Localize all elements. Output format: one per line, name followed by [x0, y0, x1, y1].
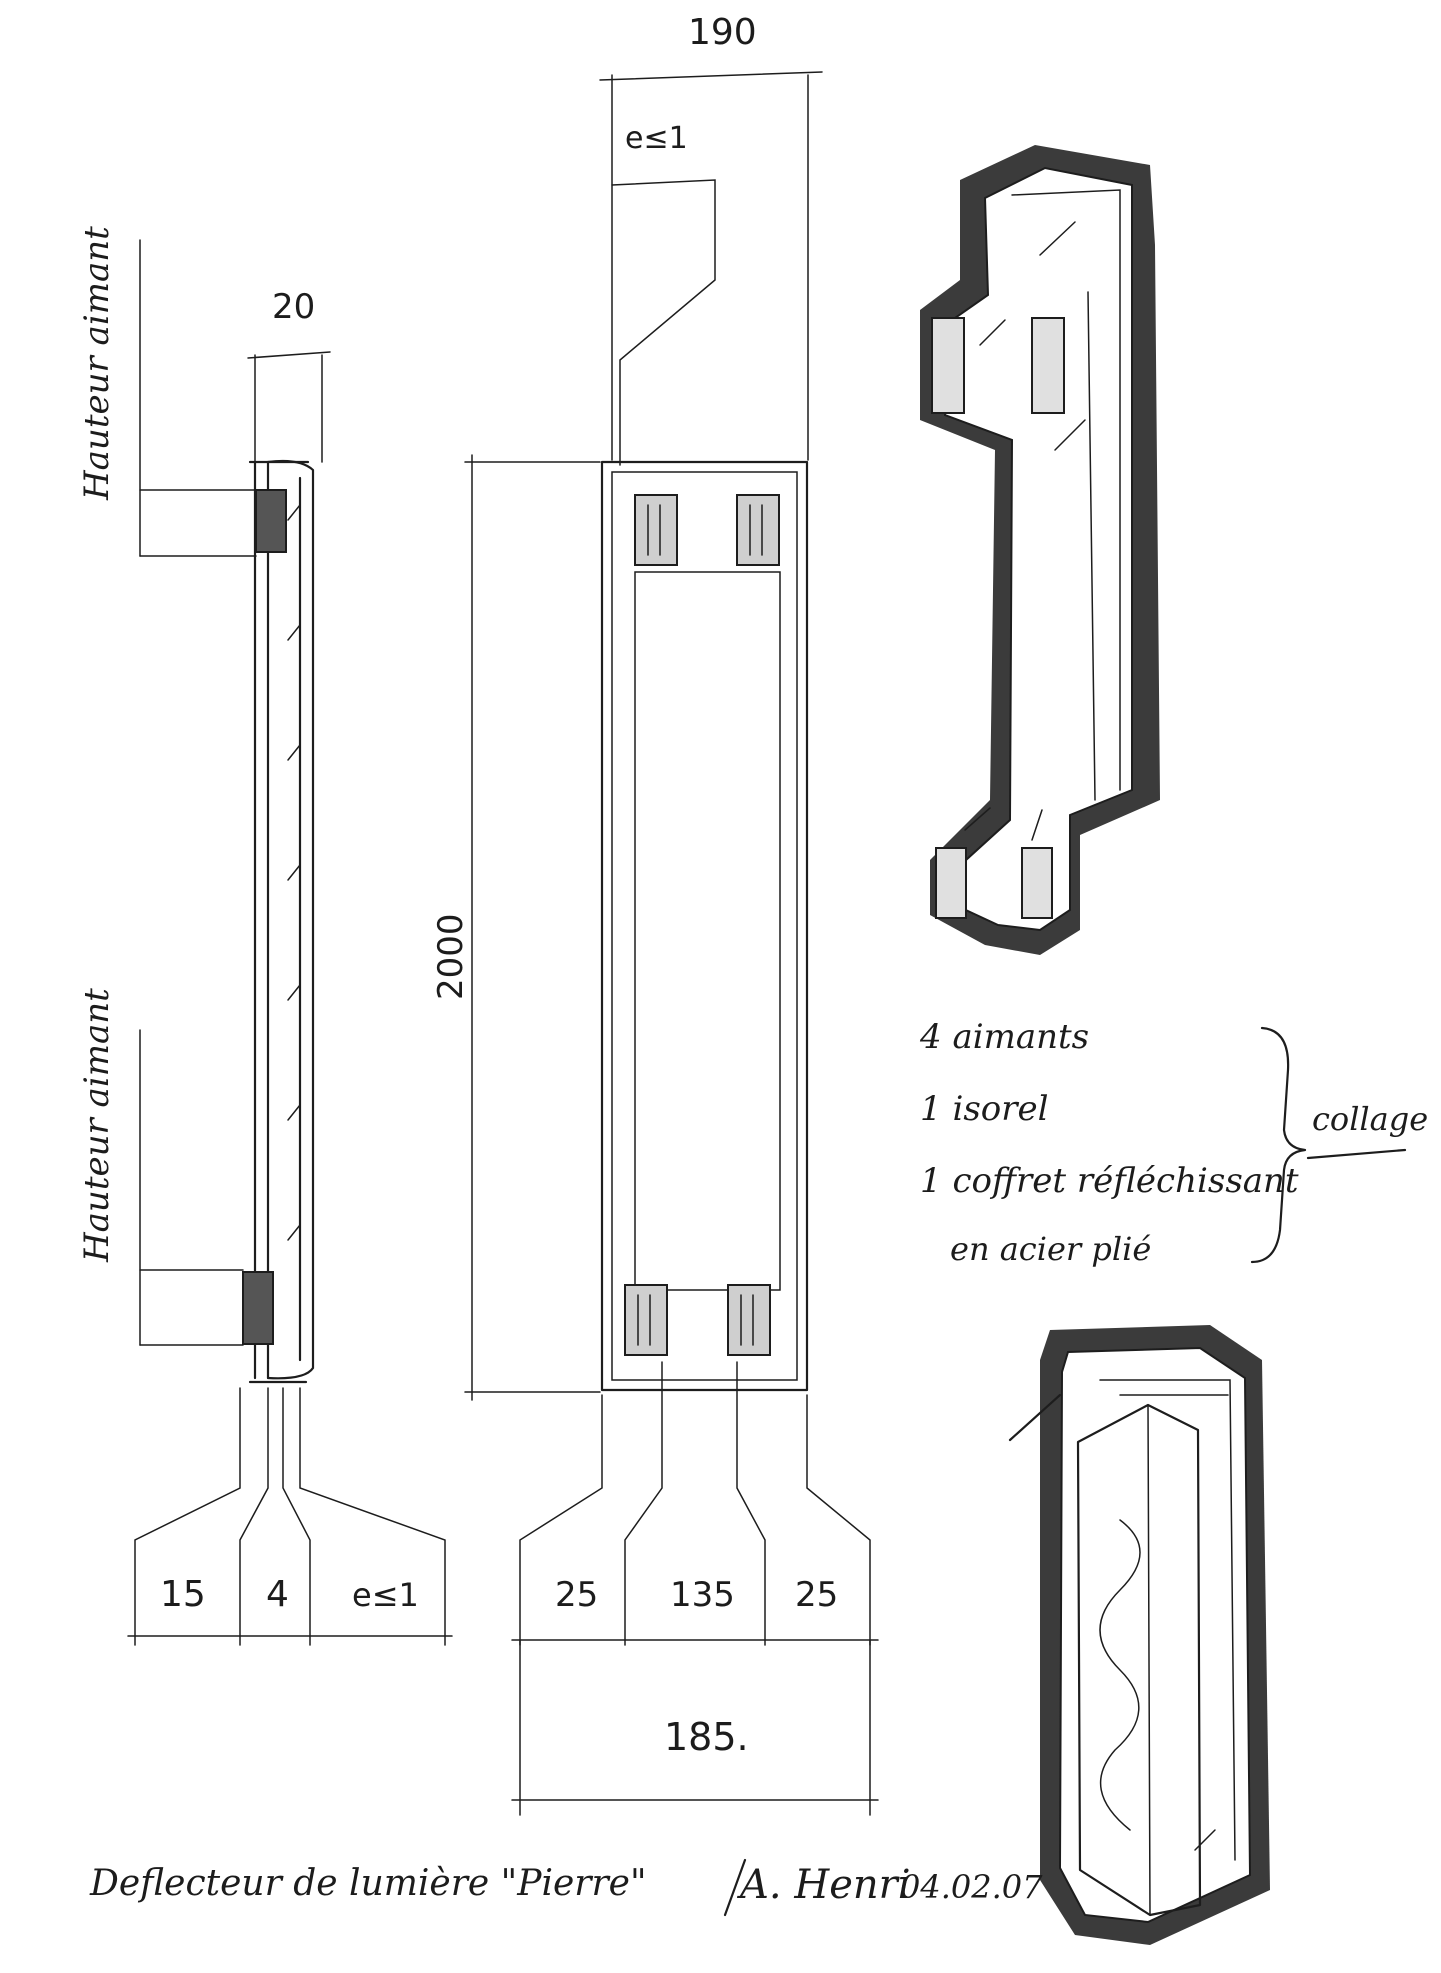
front-thickness-note: e≤1 — [625, 121, 688, 156]
grouping-brace — [1250, 1026, 1307, 1264]
side-magnet-top — [255, 489, 287, 553]
front-dim-25-left: 25 — [555, 1575, 598, 1615]
drawing-date: 04.02.07 — [900, 1868, 1043, 1906]
front-total-width: 185. — [664, 1715, 749, 1759]
group-note: collage — [1312, 1100, 1428, 1138]
front-magnet-bottom-left — [624, 1284, 668, 1356]
upper-magnet-height-label: Hauteur aimant — [77, 226, 117, 501]
front-width-dimension: 190 — [688, 12, 757, 53]
lower-magnet-height-label: Hauteur aimant — [77, 988, 117, 1263]
side-dim-4: 4 — [266, 1574, 289, 1615]
side-width-dimension: 20 — [272, 287, 315, 327]
front-magnet-bottom-right — [727, 1284, 771, 1356]
front-magnet-top-right — [736, 494, 780, 566]
front-view: 190 e≤1 2000 — [431, 12, 879, 1816]
magnet-panel-perspective-icon — [920, 145, 1160, 955]
front-height-dimension: 2000 — [431, 913, 471, 1000]
reflector-box-perspective-icon — [1008, 1325, 1270, 1945]
components-list: 4 aimants 1 isorel 1 coffret réfléchissa… — [919, 1017, 1428, 1268]
side-dim-e: e≤1 — [352, 1576, 419, 1614]
side-view: 20 Hauteur aimant Hauteur aimant — [77, 226, 453, 1646]
front-dim-25-right: 25 — [795, 1575, 838, 1615]
front-magnet-top-left — [634, 494, 678, 566]
component-line-2: 1 isorel — [920, 1089, 1048, 1129]
side-dim-15: 15 — [160, 1574, 206, 1615]
component-line-1: 4 aimants — [919, 1017, 1089, 1057]
drawing-title: Deflecteur de lumière "Pierre" — [89, 1863, 647, 1904]
drawing-author: A. Henri — [736, 1862, 911, 1908]
component-line-4: en acier plié — [950, 1230, 1151, 1268]
component-line-3: 1 coffret réfléchissant — [920, 1161, 1299, 1201]
side-magnet-bottom — [242, 1271, 274, 1345]
front-dim-135: 135 — [670, 1575, 735, 1615]
title-block: Deflecteur de lumière "Pierre" A. Henri … — [89, 1858, 1043, 1917]
